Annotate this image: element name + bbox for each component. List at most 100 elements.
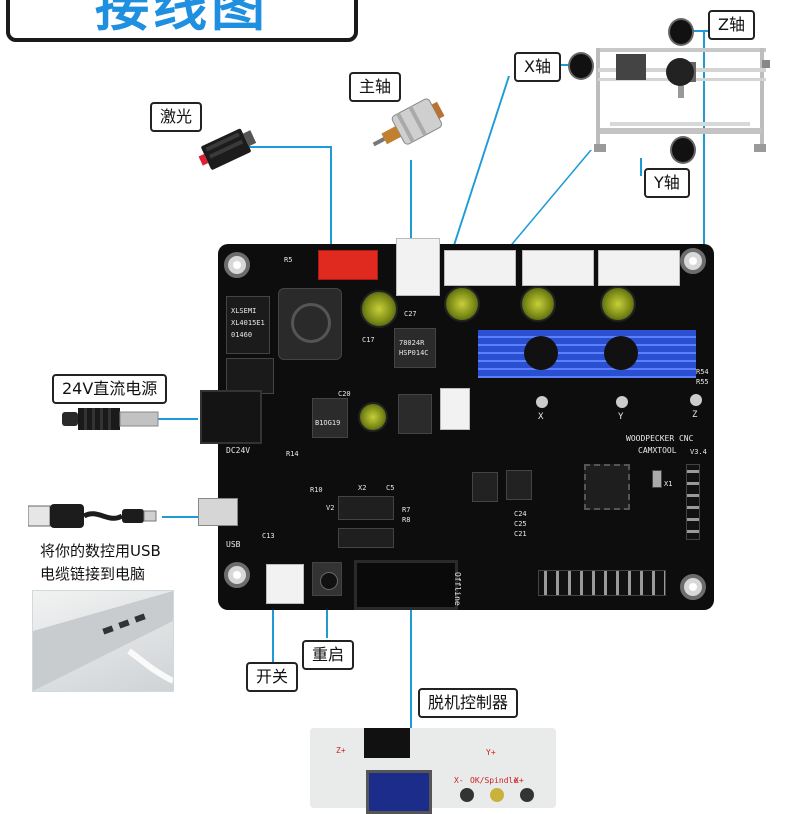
label-x-axis: X轴	[514, 52, 561, 82]
mount-hole-bl	[224, 562, 250, 588]
bridge-text: B1OG19	[315, 419, 341, 427]
label-offline-controller: 脱机控制器	[418, 688, 519, 718]
microcontroller	[584, 464, 630, 510]
usb-chip-2	[338, 528, 394, 548]
dc-jack[interactable]	[200, 390, 262, 444]
wire-y-label	[640, 158, 642, 176]
btn-ok-spindle[interactable]: OK/Spindle	[470, 776, 519, 785]
reg-text-1: 78024R	[399, 339, 425, 347]
usb-chip	[338, 496, 394, 520]
power-switch[interactable]	[266, 564, 304, 604]
usb-description-line1: 将你的数控用USB	[40, 542, 161, 560]
silk-c5: C5	[386, 484, 395, 492]
label-reset: 重启	[302, 640, 355, 670]
silk-usb: USB	[226, 540, 241, 549]
silk-c13: C13	[262, 532, 275, 540]
wire-usb	[162, 516, 198, 518]
mount-hole-tr	[680, 248, 706, 274]
stepper-heatsink	[478, 330, 696, 378]
laser-connector[interactable]	[318, 250, 378, 280]
silk-c20: C20	[338, 390, 351, 398]
silk-y: Y	[618, 412, 624, 422]
cnc-control-board: XLSEMI XL4015E1 01460 78024R HSP014C B1O…	[198, 238, 714, 610]
silk-z: Z	[692, 410, 698, 420]
silk-x: X	[538, 412, 544, 422]
driver-chip-1	[472, 472, 498, 502]
label-power: 24V直流电源	[52, 374, 168, 404]
brand-line2: CAMXTOOL	[638, 446, 677, 455]
wire-offline	[410, 596, 412, 730]
silk-r5: R5	[284, 256, 293, 264]
spindle-motor-icon	[372, 98, 445, 147]
gpio-header[interactable]	[538, 570, 666, 596]
capacitor-1	[360, 290, 398, 328]
y-motor-highlight	[670, 136, 696, 164]
offline-button-1[interactable]	[460, 788, 474, 802]
mount-hole-tl	[224, 252, 250, 278]
laptop-usb-photo	[32, 590, 174, 692]
xl4015-chip: XLSEMI XL4015E1 01460	[226, 296, 270, 354]
btn-x-minus[interactable]: X-	[454, 776, 464, 785]
bridge-rectifier: B1OG19	[312, 398, 348, 438]
heatsink-knob-1	[524, 336, 558, 370]
label-y-axis: Y轴	[644, 168, 690, 198]
heatsink-knob-2	[604, 336, 638, 370]
capacitor-4	[600, 286, 636, 322]
heatsink-fins	[226, 358, 274, 394]
silk-offline: Offline	[453, 572, 462, 606]
reset-button[interactable]	[312, 562, 342, 596]
mount-hole-br	[680, 574, 706, 600]
wire-spindle	[410, 160, 412, 244]
chip1-text-1: XLSEMI	[231, 307, 257, 315]
side-header[interactable]	[686, 464, 700, 540]
wire-switch	[272, 600, 274, 662]
wire-laser-v	[330, 146, 332, 250]
pot-z[interactable]	[690, 394, 702, 406]
silk-c24: C24	[514, 510, 527, 518]
mosfet	[398, 394, 432, 434]
chip1-text-3: 01460	[231, 331, 253, 339]
btn-y-plus[interactable]: Y+	[486, 748, 496, 757]
y-axis-connector[interactable]	[522, 250, 594, 286]
silk-r55: R55	[696, 378, 709, 386]
aux-connector[interactable]	[440, 388, 470, 430]
capacitor-3	[520, 286, 556, 322]
brand-line1: WOODPECKER CNC	[626, 434, 694, 443]
version: V3.4	[690, 448, 707, 456]
silk-r10: R10	[310, 486, 323, 494]
x-axis-connector[interactable]	[444, 250, 516, 286]
silk-r54: R54	[696, 368, 709, 376]
label-z-axis: Z轴	[708, 10, 755, 40]
wire-z-h	[690, 30, 708, 32]
usb-port[interactable]	[198, 498, 238, 526]
pot-y[interactable]	[616, 396, 628, 408]
silk-c27: C27	[404, 310, 417, 318]
pot-x[interactable]	[536, 396, 548, 408]
offline-button-2[interactable]	[490, 788, 504, 802]
offline-controller: Z+ Y+ X- OK/Spindle X+	[310, 728, 556, 814]
silk-c17: C17	[362, 336, 375, 344]
wire-reset	[326, 596, 328, 638]
label-spindle: 主轴	[349, 72, 402, 102]
wire-power	[152, 418, 198, 420]
label-laser: 激光	[150, 102, 203, 132]
z-axis-connector[interactable]	[598, 250, 680, 286]
laser-module-icon	[198, 128, 257, 170]
offline-screen	[366, 770, 432, 814]
dc-power-plug-icon	[62, 408, 159, 430]
btn-z-plus[interactable]: Z+	[336, 746, 346, 755]
silk-c25: C25	[514, 520, 527, 528]
silk-dc24v: DC24V	[226, 446, 251, 455]
offline-header[interactable]	[354, 560, 458, 610]
crystal	[652, 470, 662, 488]
btn-x-plus[interactable]: X+	[514, 776, 524, 785]
wire-x-v	[451, 76, 510, 250]
offline-button-3[interactable]	[520, 788, 534, 802]
offline-connector[interactable]	[364, 728, 410, 758]
spindle-connector[interactable]	[396, 238, 440, 296]
silk-r14: R14	[286, 450, 299, 458]
reg-text-2: HSP014C	[399, 349, 429, 357]
wire-z-v	[703, 30, 705, 250]
chip1-text-2: XL4015E1	[231, 319, 265, 327]
silk-r7: R7	[402, 506, 411, 514]
